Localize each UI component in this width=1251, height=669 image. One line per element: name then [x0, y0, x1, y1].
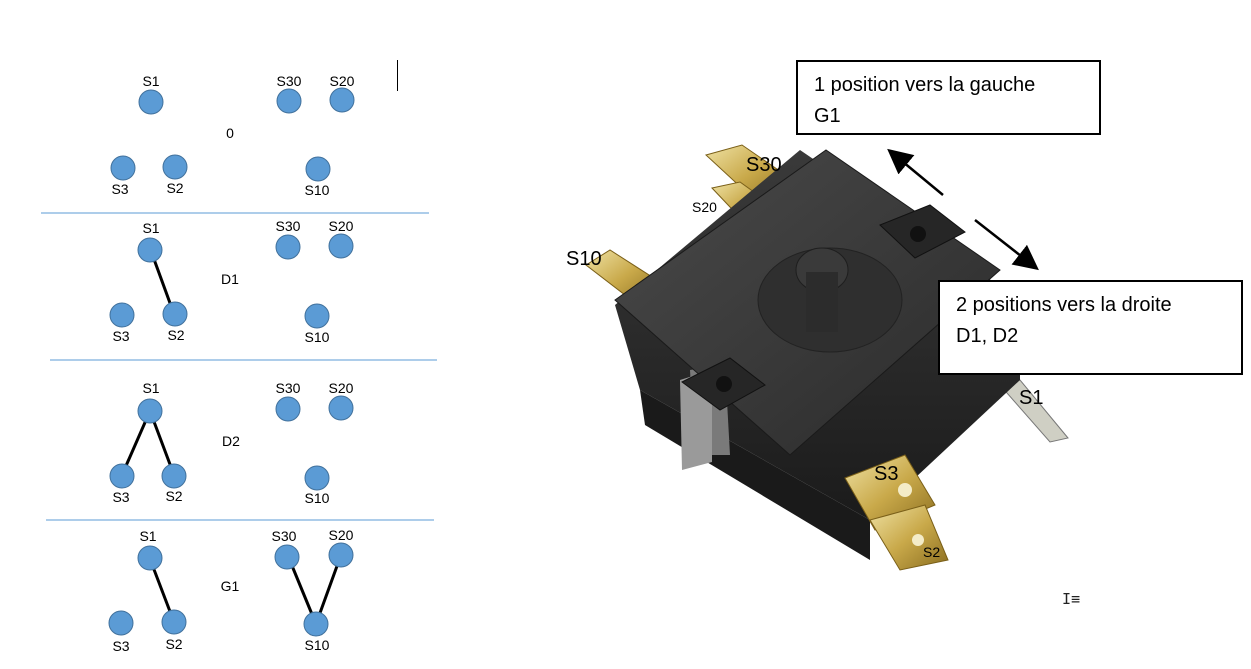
- terminal-s20: [328, 395, 354, 421]
- ibeam-cursor-icon: I≡: [1062, 590, 1081, 608]
- state-label: G1: [221, 578, 240, 594]
- label-s2: S2: [166, 180, 183, 196]
- callout-right-line2: D1, D2: [956, 325, 1019, 347]
- label-s3: S3: [112, 489, 129, 505]
- callout-right-positions: 2 positions vers la droite D1, D2: [938, 280, 1243, 375]
- label-s1: S1: [139, 528, 156, 544]
- label-s30: S30: [277, 73, 302, 89]
- photo-label-s30: S30: [746, 154, 782, 176]
- arrow-left-up: [887, 148, 944, 196]
- terminal-s10: [304, 465, 330, 491]
- terminal-s3: [108, 610, 134, 636]
- label-s20: S20: [329, 527, 354, 543]
- switch-row-0: S1 S3 S2 S30 S20 S10 0: [110, 73, 355, 198]
- label-s1: S1: [142, 220, 159, 236]
- terminal-s30: [274, 544, 300, 570]
- label-s3: S3: [112, 638, 129, 654]
- terminal-s3: [109, 463, 135, 489]
- label-s10: S10: [305, 329, 330, 345]
- terminal-s2: [161, 463, 187, 489]
- switch-row-g1: S1 S3 S2 S30 S20 S10 G1: [108, 527, 354, 654]
- switch-row-d2: S1 S3 S2 S30 S20 S10 D2: [109, 380, 354, 506]
- terminal-s10: [305, 156, 331, 182]
- photo-label-s10: S10: [566, 248, 602, 270]
- terminal-s1: [137, 545, 163, 571]
- terminal-s20: [328, 542, 354, 568]
- terminal-s2: [162, 154, 188, 180]
- label-s20: S20: [330, 73, 355, 89]
- label-s2: S2: [167, 327, 184, 343]
- terminal-s1: [137, 398, 163, 424]
- callout-left-line1: 1 position vers la gauche: [814, 74, 1036, 96]
- terminal-s20: [328, 233, 354, 259]
- text-caret: [397, 60, 398, 91]
- terminal-s1: [137, 237, 163, 263]
- photo-label-s2: S2: [923, 544, 940, 560]
- terminal-tab-s2: [869, 504, 949, 571]
- label-s1: S1: [142, 73, 159, 89]
- callout-left-line2: G1: [814, 105, 841, 127]
- switch-row-d1: S1 S3 S2 S30 S20 S10 D1: [109, 218, 354, 345]
- terminal-s30: [275, 234, 301, 260]
- label-s20: S20: [329, 218, 354, 234]
- terminal-s3: [109, 302, 135, 328]
- terminal-s10: [304, 303, 330, 329]
- state-label: D1: [221, 271, 239, 287]
- photo-label-s3: S3: [874, 463, 898, 485]
- callout-right-line1: 2 positions vers la droite: [956, 294, 1172, 316]
- label-s10: S10: [305, 490, 330, 506]
- callout-left-position: 1 position vers la gauche G1: [796, 60, 1101, 135]
- label-s3: S3: [112, 328, 129, 344]
- label-s10: S10: [305, 637, 330, 653]
- label-s30: S30: [272, 528, 297, 544]
- label-s2: S2: [165, 488, 182, 504]
- label-s3: S3: [111, 181, 128, 197]
- rotary-switch-illustration: [585, 144, 1069, 571]
- label-s30: S30: [276, 380, 301, 396]
- photo-label-s20: S20: [692, 199, 717, 215]
- arrow-right-down: [974, 219, 1039, 271]
- terminal-s1: [138, 89, 164, 115]
- photo-label-s1: S1: [1019, 387, 1043, 409]
- state-label: 0: [226, 125, 234, 141]
- label-s2: S2: [165, 636, 182, 652]
- label-s1: S1: [142, 380, 159, 396]
- state-label: D2: [222, 433, 240, 449]
- label-s20: S20: [329, 380, 354, 396]
- terminal-s20: [329, 87, 355, 113]
- terminal-s2: [162, 301, 188, 327]
- label-s10: S10: [305, 182, 330, 198]
- terminal-s10: [303, 611, 329, 637]
- terminal-s3: [110, 155, 136, 181]
- terminal-s30: [276, 88, 302, 114]
- terminal-s30: [275, 396, 301, 422]
- terminal-s2: [161, 609, 187, 635]
- label-s30: S30: [276, 218, 301, 234]
